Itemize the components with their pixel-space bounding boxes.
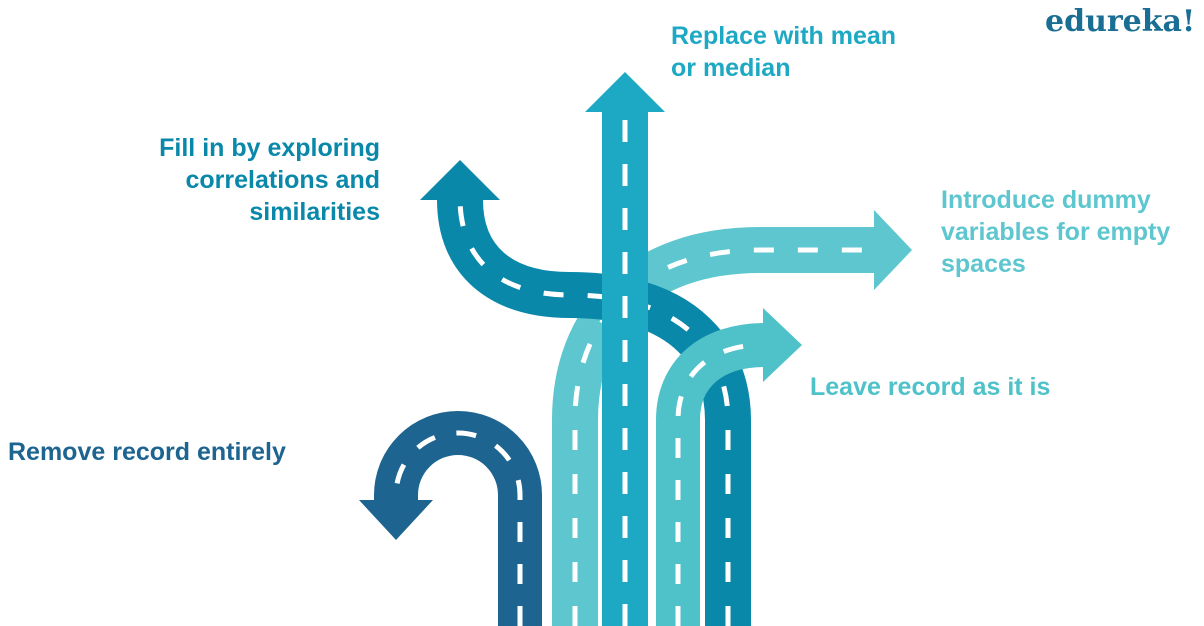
- arrow-head-replace: [585, 72, 665, 112]
- label-leave-record: Leave record as it is: [810, 373, 1051, 401]
- edureka-logo: edureka!: [1045, 4, 1196, 39]
- label-fill-in: Fill in by exploring correlations and si…: [159, 134, 380, 226]
- label-dummy-variables: Introduce dummy variables for empty spac…: [941, 186, 1171, 278]
- label-remove-record: Remove record entirely: [8, 438, 286, 466]
- road-leave-record: [656, 308, 802, 626]
- arrow-head-leave: [763, 308, 802, 382]
- arrow-head-fill: [420, 160, 500, 200]
- arrow-head-dummy: [874, 210, 912, 290]
- road-remove-record: [359, 411, 542, 626]
- arrow-head-remove: [359, 500, 433, 540]
- label-replace-mean: Replace with mean or median: [671, 22, 897, 82]
- road-replace-mean: [585, 72, 665, 626]
